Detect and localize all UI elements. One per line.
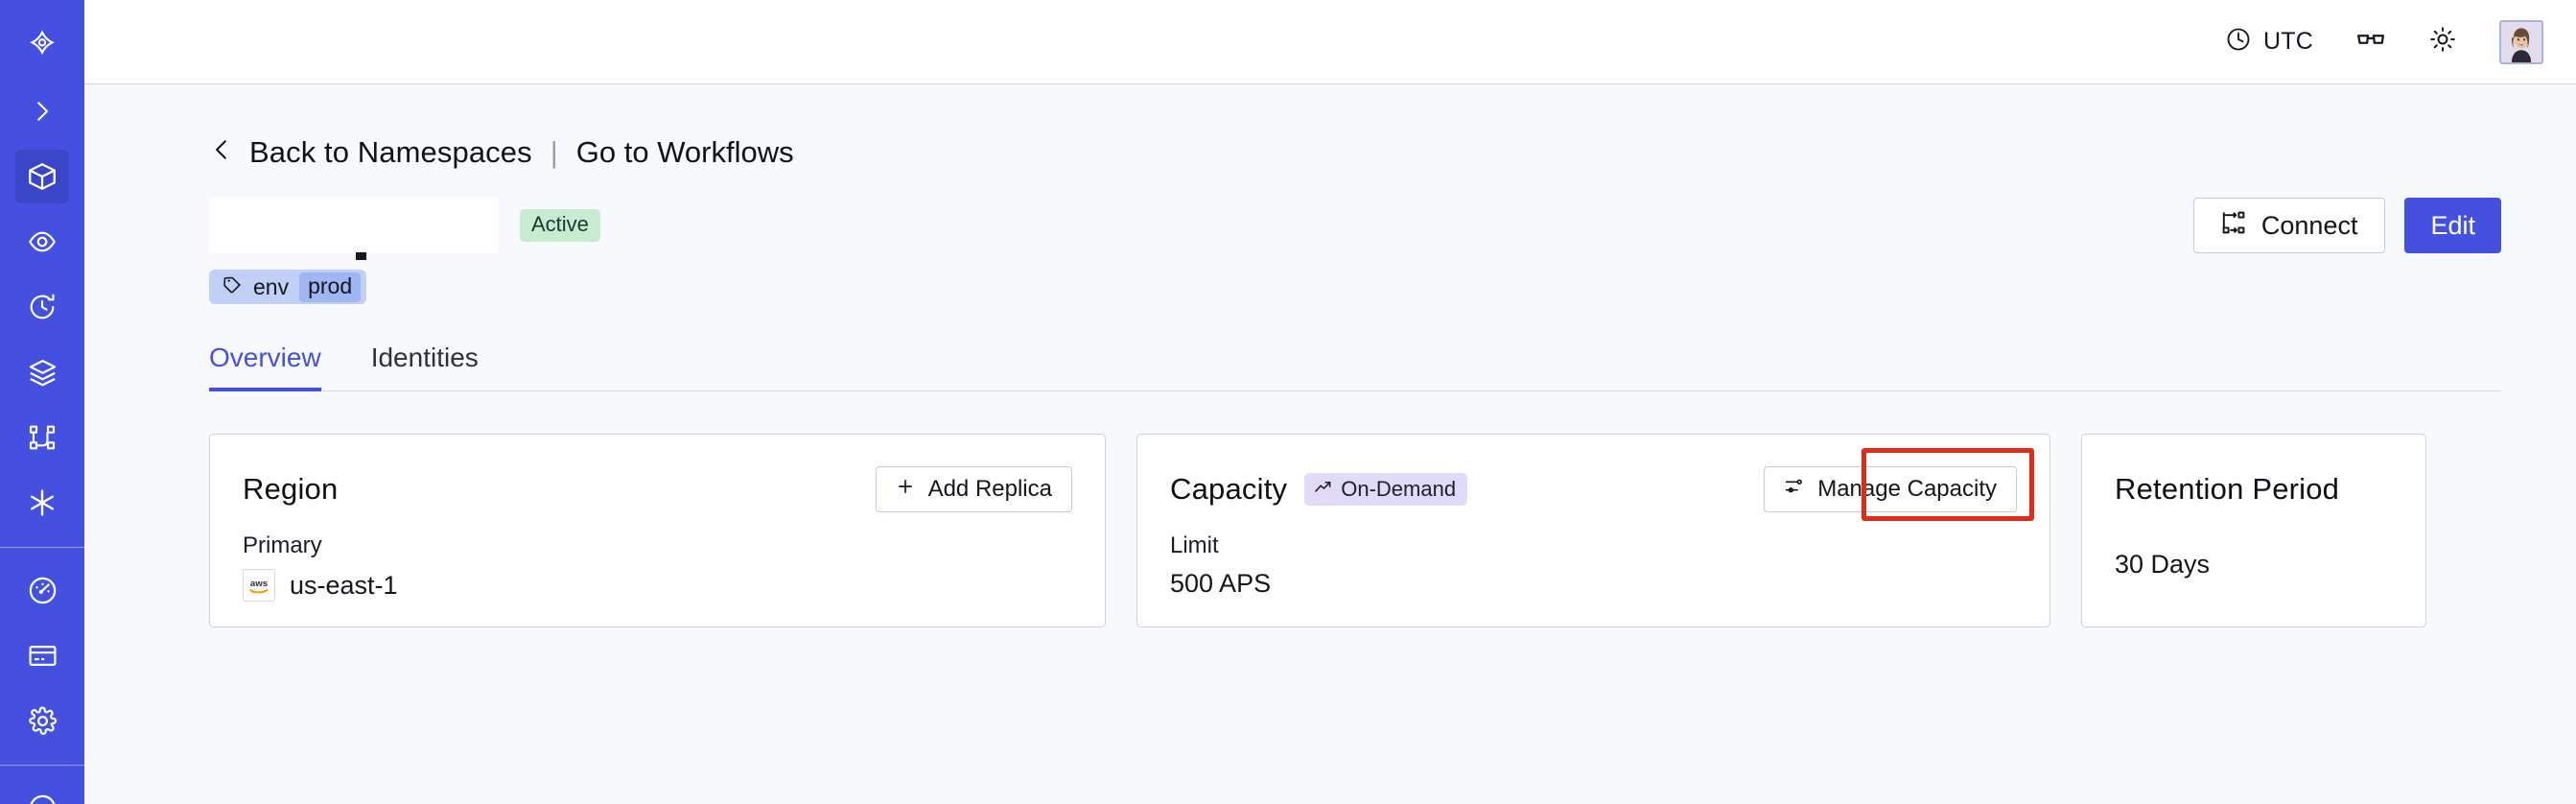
card-region-title: Region <box>243 472 339 506</box>
sidebar-item-usage[interactable] <box>15 563 69 617</box>
sidebar-item-observability[interactable] <box>15 215 69 269</box>
tag-icon <box>222 274 243 299</box>
card-region-value-row: aws us-east-1 <box>243 569 1072 602</box>
card-capacity-actions: Manage Capacity <box>1764 466 2017 512</box>
temporal-logo-icon <box>26 26 59 59</box>
card-capacity: Capacity On-Demand <box>1136 434 2050 627</box>
card-capacity-head: Capacity On-Demand <box>1170 461 2017 517</box>
sidebar-item-workflows[interactable] <box>15 411 69 464</box>
on-demand-label: On-Demand <box>1341 476 1457 501</box>
card-region-actions: Add Replica <box>875 466 1072 512</box>
chevron-right-icon <box>28 97 57 126</box>
manage-capacity-label: Manage Capacity <box>1817 476 1997 502</box>
namespace-tags: env prod <box>209 270 2501 304</box>
card-retention-title: Retention Period <box>2115 472 2340 506</box>
plus-icon <box>896 476 915 503</box>
sidebar-item-billing[interactable] <box>15 628 69 682</box>
trend-up-icon <box>1314 478 1332 500</box>
connect-icon <box>2221 210 2246 242</box>
connect-button[interactable]: Connect <box>2192 198 2386 253</box>
card-capacity-title: Capacity <box>1170 472 1288 506</box>
gauge-icon <box>27 575 59 606</box>
status-badge: Active <box>520 209 600 242</box>
add-replica-button[interactable]: Add Replica <box>875 466 1072 512</box>
overview-cards: Region Add Replica <box>209 434 2501 627</box>
tab-bar: Overview Identities <box>209 343 2501 391</box>
asterisk-icon <box>26 486 59 519</box>
namespace-actions: Connect Edit <box>2192 198 2501 253</box>
reading-mode-button[interactable] <box>2355 24 2386 59</box>
card-retention-value: 30 Days <box>2115 550 2211 579</box>
main-area: UTC <box>84 0 2576 804</box>
back-to-namespaces-link[interactable]: Back to Namespaces <box>209 134 532 170</box>
add-replica-label: Add Replica <box>927 476 1052 502</box>
git-branch-icon <box>27 422 58 453</box>
sun-icon <box>2428 25 2457 59</box>
edit-label: Edit <box>2430 210 2475 240</box>
credit-card-icon <box>27 640 59 672</box>
timezone-button[interactable]: UTC <box>2225 26 2313 58</box>
sidebar-item-integrations[interactable] <box>15 476 69 530</box>
sidebar-item-expand[interactable] <box>15 84 69 138</box>
tag-env-prod[interactable]: env prod <box>209 270 367 304</box>
svg-text:aws: aws <box>250 579 268 589</box>
sidebar-item-namespaces[interactable] <box>15 150 69 203</box>
chevron-left-icon <box>209 134 234 170</box>
manage-capacity-button[interactable]: Manage Capacity <box>1764 466 2017 512</box>
connect-label: Connect <box>2260 210 2358 240</box>
namespace-name-redacted <box>209 198 499 260</box>
avatar[interactable] <box>2499 19 2543 64</box>
breadcrumb-separator: | <box>550 134 558 169</box>
card-capacity-sublabel: Limit <box>1170 532 1219 558</box>
eye-icon <box>27 226 58 257</box>
breadcrumb: Back to Namespaces | Go to Workflows <box>209 84 2501 170</box>
top-bar-actions: UTC <box>2225 19 2543 64</box>
card-retention-period: Retention Period 30 Days <box>2081 434 2426 627</box>
tag-key: env <box>253 273 290 299</box>
back-to-namespaces-label: Back to Namespaces <box>249 134 532 169</box>
card-region-value: us-east-1 <box>290 570 398 600</box>
sidebar-item-history[interactable] <box>15 280 69 334</box>
clock-icon <box>2225 26 2252 58</box>
go-to-workflows-link[interactable]: Go to Workflows <box>575 134 794 169</box>
gear-icon <box>27 705 59 737</box>
edit-button[interactable]: Edit <box>2404 198 2501 253</box>
aws-logo: aws <box>243 569 275 602</box>
cube-icon <box>26 160 59 193</box>
sidebar-item-settings[interactable] <box>15 694 69 747</box>
help-circle-icon <box>27 792 59 804</box>
sidebar-divider-1 <box>0 547 84 548</box>
aws-logo-icon: aws <box>249 579 269 594</box>
layers-icon <box>27 357 59 389</box>
card-capacity-value: 500 APS <box>1170 569 1272 598</box>
namespace-title-row: Active <box>209 197 2501 260</box>
top-bar: UTC <box>84 0 2576 84</box>
card-region-head: Region Add Replica <box>243 461 1072 517</box>
theme-toggle-button[interactable] <box>2428 25 2457 59</box>
card-retention-head: Retention Period <box>2115 461 2393 517</box>
card-region-sublabel: Primary <box>243 532 322 558</box>
sliders-icon <box>1784 476 1804 503</box>
sidebar <box>0 0 84 804</box>
glasses-icon <box>2355 24 2386 59</box>
sidebar-item-help[interactable] <box>15 781 69 804</box>
clock-rewind-icon <box>27 292 58 322</box>
sidebar-item-layers[interactable] <box>15 345 69 399</box>
tab-identities[interactable]: Identities <box>370 343 479 372</box>
user-avatar-image <box>2501 21 2541 62</box>
card-region: Region Add Replica <box>209 434 1106 627</box>
page-content: Back to Namespaces | Go to Workflows Act… <box>84 84 2576 804</box>
tag-value: prod <box>299 272 362 302</box>
tab-overview[interactable]: Overview <box>209 343 350 391</box>
timezone-label: UTC <box>2263 28 2313 55</box>
sidebar-divider-2 <box>0 765 84 766</box>
on-demand-badge: On-Demand <box>1304 473 1468 506</box>
sidebar-item-logo[interactable] <box>15 15 69 69</box>
